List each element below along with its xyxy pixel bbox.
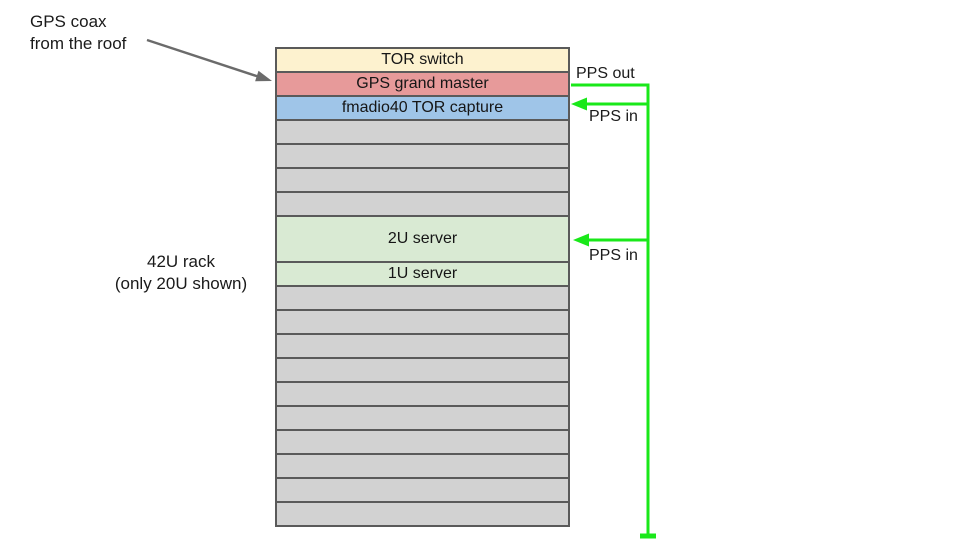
rack-unit-empty <box>277 455 568 477</box>
pps-connector <box>571 83 656 539</box>
rack-unit-2u-server: 2U server <box>277 217 568 261</box>
rack-unit-fmadio40-tor-capture: fmadio40 TOR capture <box>277 97 568 119</box>
rack-size-label: 42U rack (only 20U shown) <box>95 251 267 295</box>
rack-unit-empty <box>277 145 568 167</box>
rack-unit-label: TOR switch <box>381 51 464 68</box>
rack-size-label-line1: 42U rack <box>146 252 216 271</box>
pps-in-label-fmadio: PPS in <box>589 108 638 125</box>
rack-unit-empty <box>277 335 568 357</box>
rack-unit-empty <box>277 287 568 309</box>
rack-unit-empty <box>277 407 568 429</box>
pps-out-line <box>571 83 650 536</box>
rack-unit-empty <box>277 383 568 405</box>
gps-coax-arrow <box>146 38 272 82</box>
rack-size-label-line2: (only 20U shown) <box>114 274 248 293</box>
rack-unit-empty <box>277 121 568 143</box>
rack-unit-1u-server: 1U server <box>277 263 568 285</box>
pps-in-arrowhead-fmadio-icon <box>571 97 587 111</box>
pps-in-label-2u-server: PPS in <box>589 247 638 264</box>
gps-coax-arrowhead-icon <box>255 70 272 82</box>
rack-unit-label: 1U server <box>387 265 458 282</box>
gps-coax-arrow-line <box>146 38 259 78</box>
rack-unit-empty <box>277 359 568 381</box>
pps-out-label: PPS out <box>576 65 635 82</box>
rack-unit-empty <box>277 311 568 333</box>
gps-coax-label-line2: from the roof <box>30 34 127 53</box>
rack-unit-label: GPS grand master <box>356 75 489 92</box>
rack-unit-empty <box>277 193 568 215</box>
rack-unit-gps-grand-master: GPS grand master <box>277 73 568 95</box>
rack-unit-empty <box>277 431 568 453</box>
gps-coax-label: GPS coax from the roof <box>30 11 126 55</box>
rack-unit-empty <box>277 479 568 501</box>
rack-unit-label: fmadio40 TOR capture <box>341 99 504 116</box>
rack-unit-label: 2U server <box>387 230 458 247</box>
rack-unit-empty <box>277 169 568 191</box>
gps-coax-label-line1: GPS coax <box>30 12 107 31</box>
rack-unit-tor-switch: TOR switch <box>277 49 568 71</box>
pps-in-arrowhead-2u-server-icon <box>573 233 589 247</box>
rack-unit-empty <box>277 503 568 525</box>
